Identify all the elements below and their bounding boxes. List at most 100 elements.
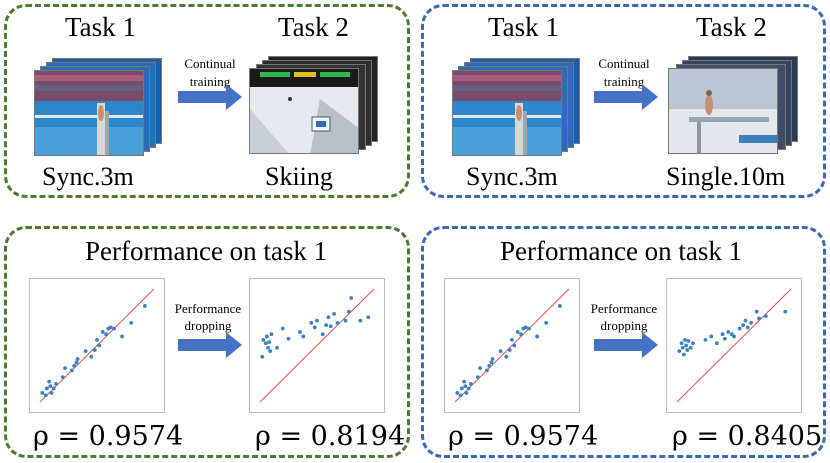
scatter-point xyxy=(112,326,116,331)
scatter-point xyxy=(301,334,306,339)
scatter-point xyxy=(343,318,348,323)
panel-performance-sync3m-skiing xyxy=(4,226,410,458)
scatter-point xyxy=(475,375,480,380)
identity-line xyxy=(676,288,792,403)
scatter-point xyxy=(764,314,768,319)
scatter-plot-before xyxy=(444,278,580,413)
scatter-point xyxy=(726,330,731,334)
task2-caption: Single.10m xyxy=(666,162,786,191)
rho-value-after: ρ = 0.8405 xyxy=(672,421,823,452)
arrow-label-performance: Performance xyxy=(590,301,658,316)
scatter-point xyxy=(544,321,549,325)
arrow-label-training: training xyxy=(603,74,645,89)
arrow-label-dropping: dropping xyxy=(184,318,232,333)
scatter-point xyxy=(315,318,319,323)
arrow-label-dropping: dropping xyxy=(600,318,648,333)
scatter-point xyxy=(754,309,759,314)
scatter-point xyxy=(326,315,331,320)
scatter-point xyxy=(485,368,489,373)
scatter-point xyxy=(63,366,67,370)
arrow-label-performance: Performance xyxy=(174,301,242,316)
scatter-plot-before xyxy=(29,278,165,413)
task1-caption: Sync.3m xyxy=(466,162,558,191)
scatter-point xyxy=(523,325,528,330)
scatter-point xyxy=(312,325,317,330)
scatter-point xyxy=(681,352,686,357)
scatter-point xyxy=(44,386,49,391)
scatter-point xyxy=(512,343,517,348)
scatter-point xyxy=(720,332,725,337)
scatter-point xyxy=(498,349,503,354)
scatter-point xyxy=(741,323,746,328)
scatter-point xyxy=(51,386,56,391)
scatter-point xyxy=(267,340,272,345)
scatter-point xyxy=(142,304,147,308)
diving-image xyxy=(34,70,144,156)
scatter-point xyxy=(83,349,88,354)
performance-title: Performance on task 1 xyxy=(85,236,328,266)
single10m-image xyxy=(668,68,778,154)
identity-line xyxy=(259,288,375,403)
scatter-point xyxy=(686,339,691,343)
scatter-point xyxy=(458,393,463,398)
scatter-point xyxy=(47,379,52,384)
scatter-point xyxy=(515,330,520,334)
scatter-point xyxy=(466,386,471,391)
scatter-point xyxy=(92,348,97,352)
scatter-point xyxy=(266,345,270,350)
scatter-point xyxy=(40,391,45,395)
scatter-point xyxy=(97,343,102,348)
scatter-point xyxy=(286,336,291,341)
scatter-point xyxy=(60,375,65,380)
scatter-point xyxy=(507,348,512,352)
scatter-point xyxy=(691,341,695,346)
scatter-point xyxy=(268,349,273,354)
scatter-point xyxy=(120,334,124,339)
task1-title: Task 1 xyxy=(65,12,136,42)
scatter-point xyxy=(335,321,340,325)
scatter-point xyxy=(535,334,539,339)
scatter-point xyxy=(462,379,467,384)
task1-caption: Sync.3m xyxy=(42,162,134,191)
scatter-point xyxy=(679,341,684,346)
scatter-point xyxy=(89,354,94,359)
scatter-point xyxy=(732,334,736,339)
panel-sync3m-to-single10m xyxy=(421,4,826,198)
panel-sync3m-to-skiing xyxy=(4,4,410,198)
scatter-point xyxy=(683,337,687,342)
skiing-image xyxy=(249,68,359,154)
scatter-point xyxy=(269,332,274,337)
scatter-point xyxy=(49,391,54,395)
scatter-point xyxy=(749,321,753,325)
scatter-point xyxy=(358,318,363,323)
scatter-point xyxy=(347,309,351,314)
task2-caption: Skiing xyxy=(265,162,333,191)
scatter-point xyxy=(709,334,714,339)
scatter-point xyxy=(261,337,266,342)
scatter-point xyxy=(722,336,727,341)
scatter-point xyxy=(464,391,469,395)
scatter-point xyxy=(95,337,99,342)
scatter-point xyxy=(54,382,58,386)
scatter-point xyxy=(743,318,748,323)
task2-title: Task 2 xyxy=(696,12,767,42)
right-arrow-icon xyxy=(178,84,242,110)
right-arrow-icon xyxy=(594,332,658,358)
scatter-point xyxy=(43,393,48,398)
scatter-point xyxy=(298,330,302,334)
scatter-point xyxy=(129,321,134,325)
task1-title: Task 1 xyxy=(488,12,559,42)
arrow-label-continual: Continual xyxy=(184,56,236,71)
diving-image xyxy=(452,70,562,156)
scatter-point xyxy=(328,324,333,329)
scatter-point xyxy=(715,341,719,346)
arrow-label-training: training xyxy=(189,74,231,89)
right-arrow-icon xyxy=(594,84,658,110)
scatter-point xyxy=(108,325,113,330)
scatter-point xyxy=(263,341,268,346)
right-arrow-icon xyxy=(178,332,242,358)
scatter-point xyxy=(757,316,761,321)
scatter-point xyxy=(478,366,482,370)
scatter-point xyxy=(489,360,494,365)
scatter-point xyxy=(519,332,524,337)
